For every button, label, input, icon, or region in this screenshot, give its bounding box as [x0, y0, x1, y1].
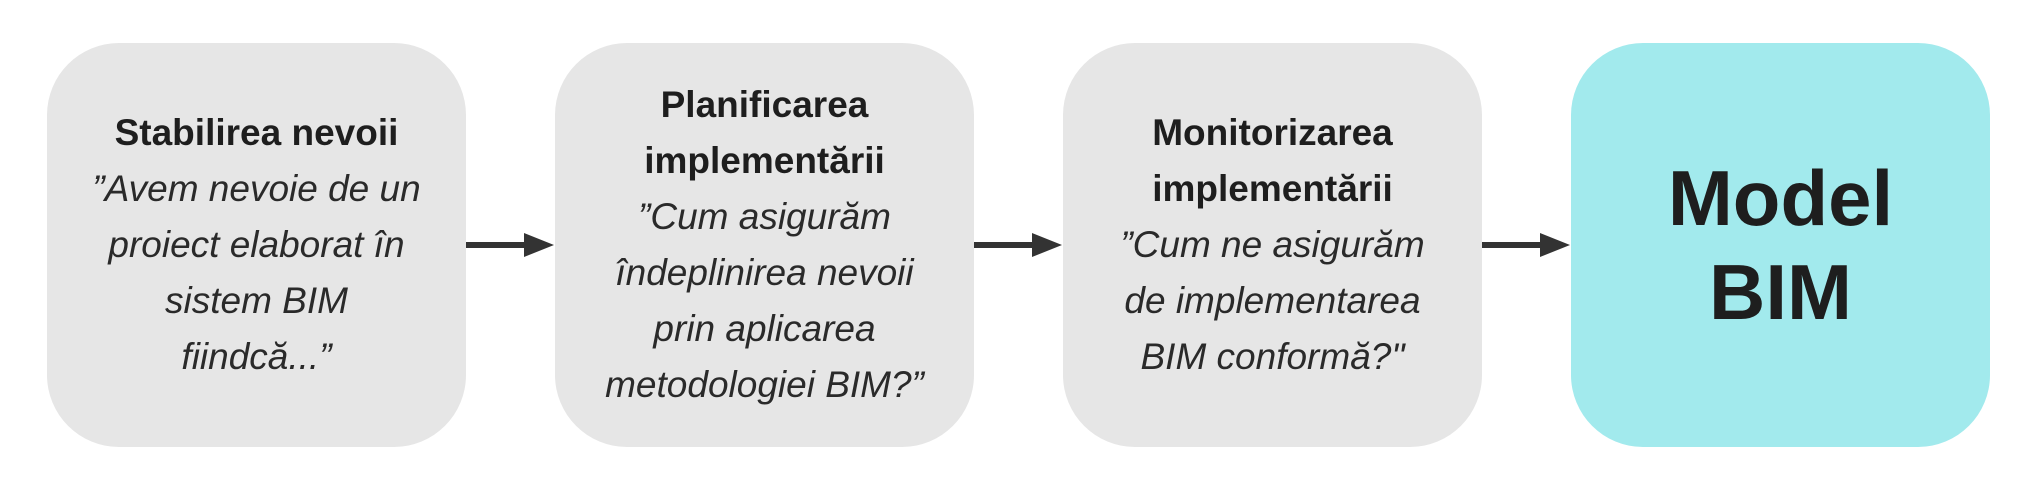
- arrow-right-icon: [1482, 233, 1570, 257]
- quote-line: fiindcă...”: [181, 336, 332, 377]
- title-line: Monitorizarea: [1152, 112, 1393, 153]
- title-line: implementării: [1152, 168, 1393, 209]
- quote-line: de implementarea: [1124, 280, 1421, 321]
- result-box-model-bim: Model BIM: [1571, 43, 1990, 447]
- quote-line: ”Cum ne asigurăm: [1120, 224, 1425, 265]
- step-quote: ”Cum asigurăm îndeplinirea nevoii prin a…: [605, 189, 924, 413]
- quote-line: metodologiei BIM?”: [605, 364, 924, 405]
- quote-line: sistem BIM: [165, 280, 348, 321]
- quote-line: îndeplinirea nevoii: [615, 252, 914, 293]
- result-line: BIM: [1709, 248, 1852, 336]
- step-box-monitorizarea: Monitorizarea implementării ”Cum ne asig…: [1063, 43, 1482, 447]
- result-title: Model BIM: [1668, 151, 1893, 339]
- quote-line: proiect elaborat în: [108, 224, 405, 265]
- quote-line: BIM conformă?": [1140, 336, 1405, 377]
- step-title: Monitorizarea implementării: [1152, 105, 1393, 217]
- quote-line: ”Cum asigurăm: [638, 196, 891, 237]
- title-line: Planificarea: [660, 84, 869, 125]
- title-line: implementării: [644, 140, 885, 181]
- quote-line: ”Avem nevoie de un: [92, 168, 421, 209]
- step-title: Stabilirea nevoii: [115, 105, 399, 161]
- quote-line: prin aplicarea: [653, 308, 876, 349]
- arrow-right-icon: [466, 233, 554, 257]
- title-line: Stabilirea nevoii: [114, 112, 399, 153]
- step-quote: ”Cum ne asigurăm de implementarea BIM co…: [1120, 217, 1424, 385]
- result-line: Model: [1667, 154, 1894, 242]
- arrow-right-icon: [974, 233, 1062, 257]
- step-title: Planificarea implementării: [644, 77, 885, 189]
- step-quote: ”Avem nevoie de un proiect elaborat în s…: [92, 161, 420, 385]
- step-box-planificarea: Planificarea implementării ”Cum asigurăm…: [555, 43, 974, 447]
- step-box-stabilirea-nevoii: Stabilirea nevoii ”Avem nevoie de un pro…: [47, 43, 466, 447]
